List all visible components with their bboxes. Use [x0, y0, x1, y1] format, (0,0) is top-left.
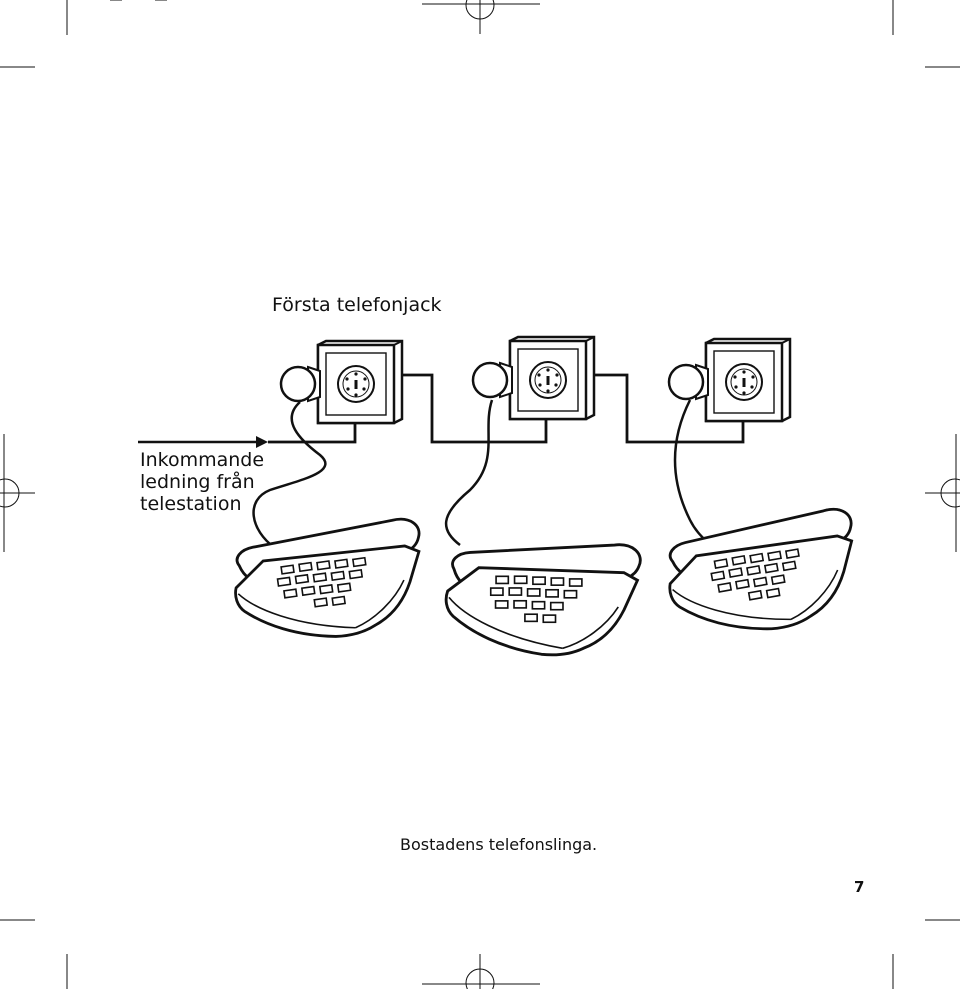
- wall-jack-1: [279, 339, 404, 425]
- phone-cord-1: [252, 401, 327, 550]
- phone-cord-2: [444, 399, 494, 546]
- phone-cord-3: [673, 399, 711, 546]
- page-number: 7: [854, 878, 865, 896]
- incoming-line-text-3: telestation: [140, 493, 242, 515]
- telephone-2: [439, 525, 644, 665]
- first-jack-label: Första telefonjack: [272, 294, 442, 316]
- incoming-line-label: Inkommande ledning från telestation: [140, 449, 264, 515]
- figure-caption: Bostadens telefonslinga.: [400, 835, 598, 854]
- incoming-line-text-2: ledning från: [140, 471, 255, 493]
- incoming-line-arrow: [138, 436, 268, 448]
- incoming-line-text-1: Inkommande: [140, 449, 265, 471]
